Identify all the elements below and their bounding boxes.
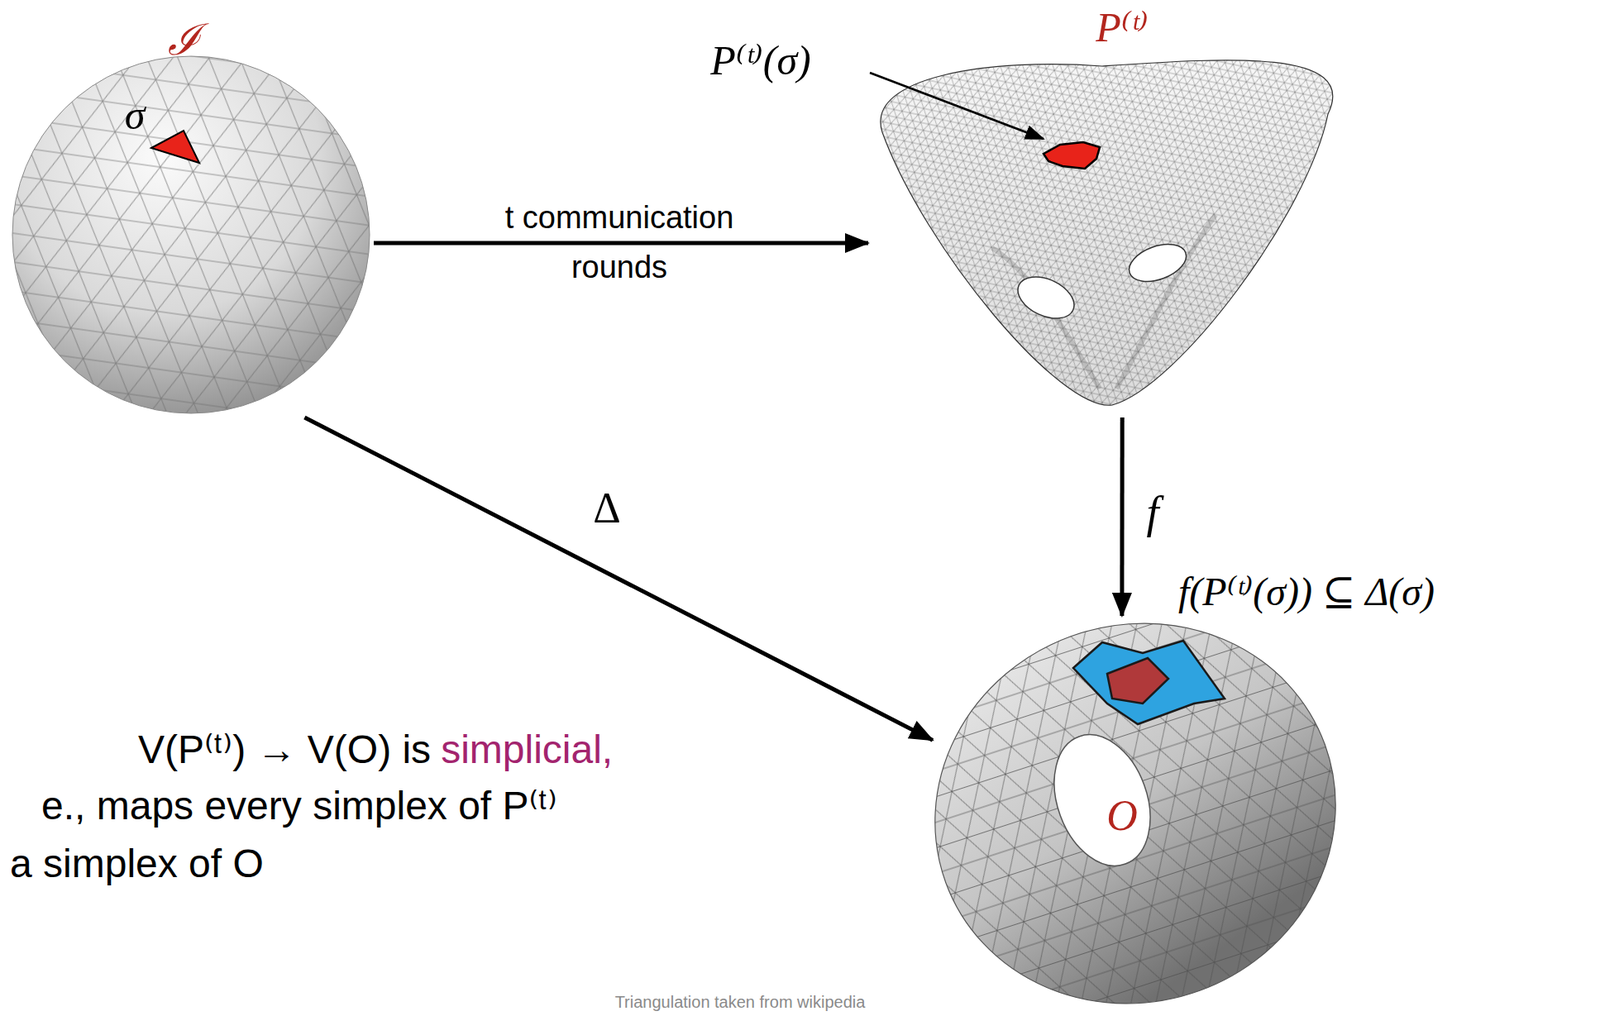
- protocol-surface: [859, 41, 1357, 422]
- credit-note: Triangulation taken from wikipedia: [615, 993, 866, 1013]
- leader-line: [869, 72, 1044, 139]
- arrow-connector: [1119, 417, 1124, 617]
- note-text: e., maps every simplex of P⁽ᵗ⁾: [41, 783, 558, 829]
- complex-name: O: [1106, 792, 1138, 840]
- complex-shape: ℐ: [9, 16, 374, 418]
- arrow-connector: [373, 240, 869, 245]
- edge-label: t communication rounds: [482, 192, 756, 292]
- complex-shape: O: [932, 616, 1336, 1005]
- protocol-patch: [1043, 142, 1100, 169]
- note-text: V(P⁽ᵗ⁾) → V(O) is: [138, 726, 431, 773]
- arrow-connector: [304, 417, 933, 741]
- delta-patch: [1073, 640, 1225, 725]
- image-patch: [1107, 658, 1169, 704]
- simplex-sigma: [151, 130, 200, 163]
- torus-figure: [881, 567, 1390, 1016]
- complex-name: ℐ: [167, 16, 201, 64]
- math-label: σ: [124, 91, 146, 140]
- math-label: f(P⁽ᵗ⁾(σ)) ⊆ Δ(σ): [1178, 568, 1435, 615]
- math-label: P⁽ᵗ⁾(σ): [710, 37, 811, 86]
- sphere-figure: [8, 49, 381, 422]
- edge-label: Δ: [592, 483, 621, 534]
- note-text: simplicial,: [440, 726, 613, 773]
- edge-label: f: [1146, 487, 1159, 539]
- complex-shape: P⁽ᵗ⁾: [868, 4, 1340, 418]
- note-text: a simplex of O: [9, 840, 264, 887]
- complex-name: P⁽ᵗ⁾: [1095, 4, 1149, 51]
